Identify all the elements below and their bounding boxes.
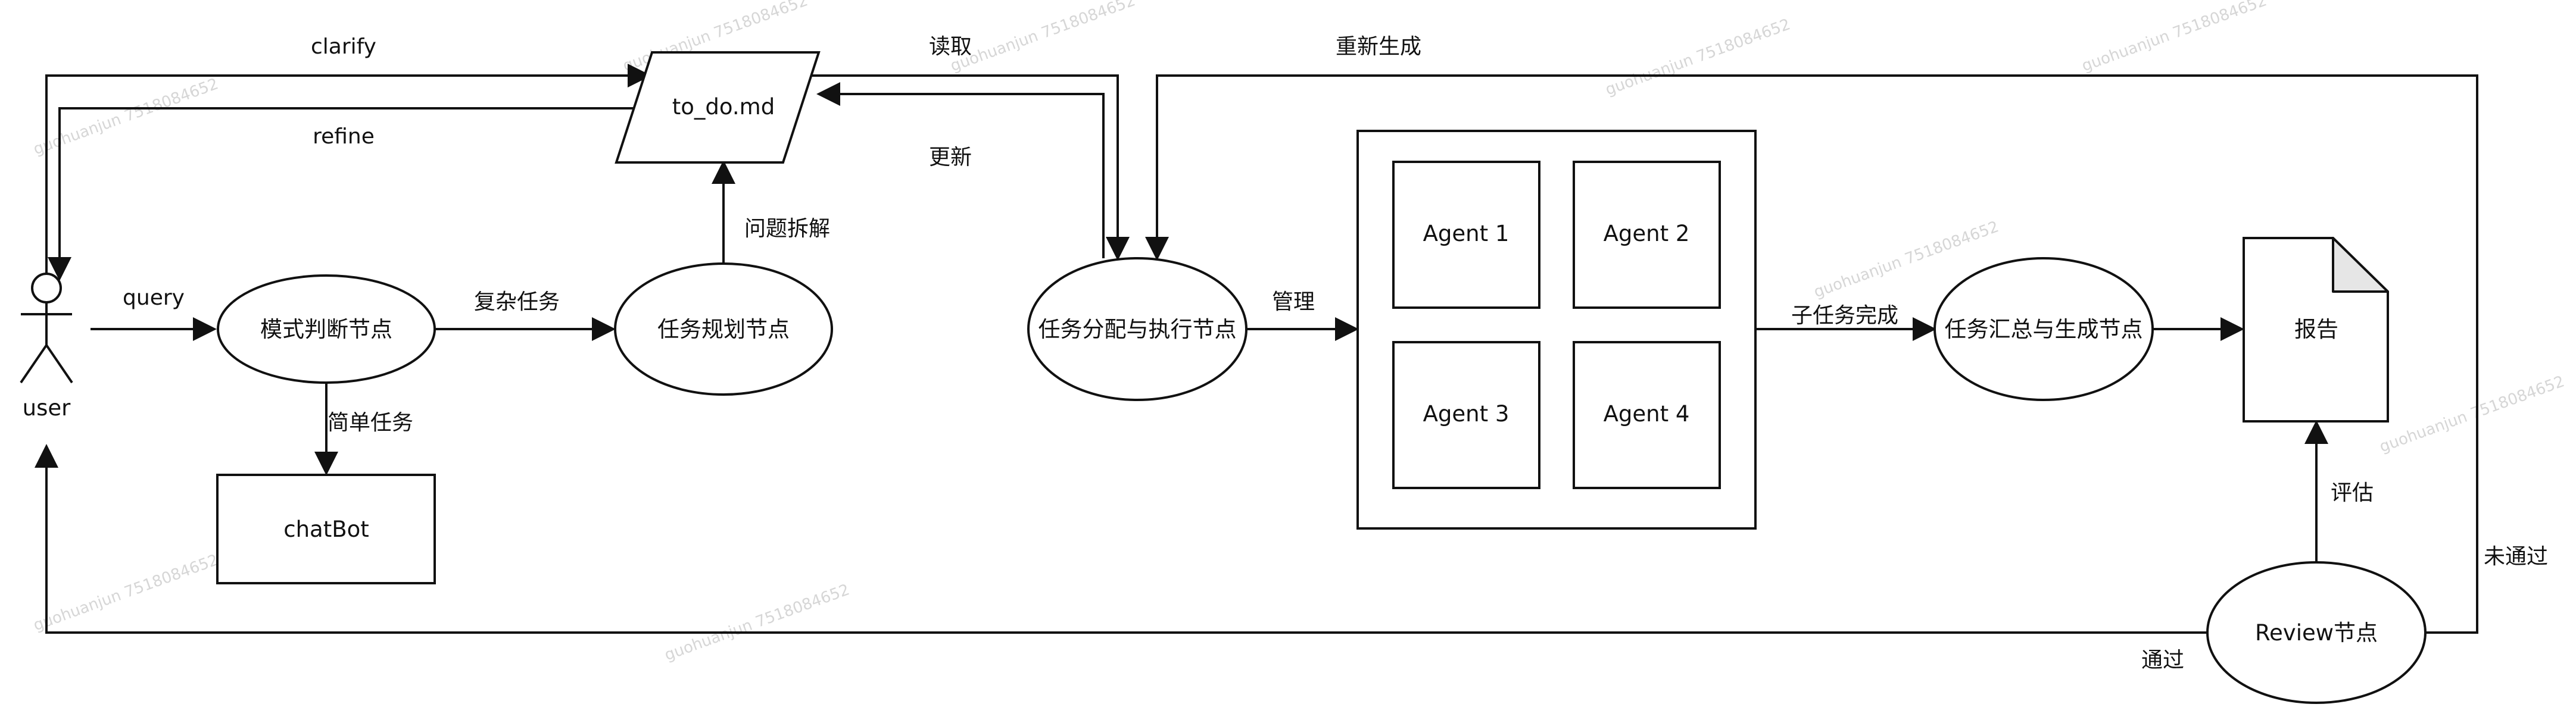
edge-label-simple: 简单任务 xyxy=(328,411,413,435)
agent2-label: Agent 2 xyxy=(1604,221,1690,246)
watermark: guohuanjun 7518084652 xyxy=(2377,373,2567,456)
edge-regenerate xyxy=(1145,74,2478,634)
edge-refine xyxy=(48,107,636,281)
edge-label-update: 更新 xyxy=(929,145,972,170)
review-label: Review节点 xyxy=(2255,620,2378,646)
agent3-label: Agent 3 xyxy=(1423,401,1510,427)
user-label: user xyxy=(23,395,71,421)
watermark: guohuanjun 7518084652 xyxy=(31,551,221,634)
edge-label-evaluate: 评估 xyxy=(2331,481,2374,505)
edge-pass xyxy=(35,444,2207,634)
edge-label-subtask-done: 子任务完成 xyxy=(1791,303,1898,328)
edge-read xyxy=(795,74,1130,261)
edge-clarify xyxy=(45,64,651,284)
report-label: 报告 xyxy=(2294,317,2338,342)
edge-label-query: query xyxy=(123,286,185,310)
edge-label-refine: refine xyxy=(313,124,375,149)
edge-label-complex: 复杂任务 xyxy=(474,290,560,314)
mode-judge-node xyxy=(217,274,436,384)
dispatch-label: 任务分配与执行节点 xyxy=(1038,317,1237,342)
edge-update xyxy=(816,82,1105,258)
agent4-label: Agent 4 xyxy=(1604,401,1690,427)
summary-node xyxy=(1933,257,2154,401)
edge-label-decompose: 问题拆解 xyxy=(744,217,830,241)
chatbot-label: chatBot xyxy=(283,517,369,542)
todo-file-node xyxy=(615,51,821,164)
edge-label-pass: 通过 xyxy=(2141,648,2184,672)
dispatch-node xyxy=(1027,257,1248,401)
review-node xyxy=(2206,561,2427,704)
todo-file-label: to_do.md xyxy=(672,94,775,120)
agent3-node xyxy=(1392,341,1540,489)
watermark: guohuanjun 7518084652 xyxy=(1603,15,1793,99)
edge-label-fail: 未通过 xyxy=(2484,544,2548,569)
edge-label-clarify: clarify xyxy=(311,35,376,59)
task-planning-label: 任务规划节点 xyxy=(657,317,790,342)
chatbot-node xyxy=(216,474,436,584)
summary-label: 任务汇总与生成节点 xyxy=(1945,317,2143,342)
watermark: guohuanjun 7518084652 xyxy=(948,0,1138,76)
edge-label-manage: 管理 xyxy=(1272,290,1315,314)
watermark: guohuanjun 7518084652 xyxy=(662,581,852,664)
mode-judge-label: 模式判断节点 xyxy=(260,317,392,342)
agent1-node xyxy=(1392,161,1540,309)
agent1-label: Agent 1 xyxy=(1423,221,1510,246)
user-actor xyxy=(20,273,73,384)
edge-label-regenerate: 重新生成 xyxy=(1336,35,1421,59)
report-node xyxy=(2243,237,2389,423)
watermark: guohuanjun 7518084652 xyxy=(2079,0,2269,76)
agent2-node xyxy=(1573,161,1721,309)
edge-label-read: 读取 xyxy=(929,35,972,59)
agent4-node xyxy=(1573,341,1721,489)
task-planning-node xyxy=(614,262,833,396)
